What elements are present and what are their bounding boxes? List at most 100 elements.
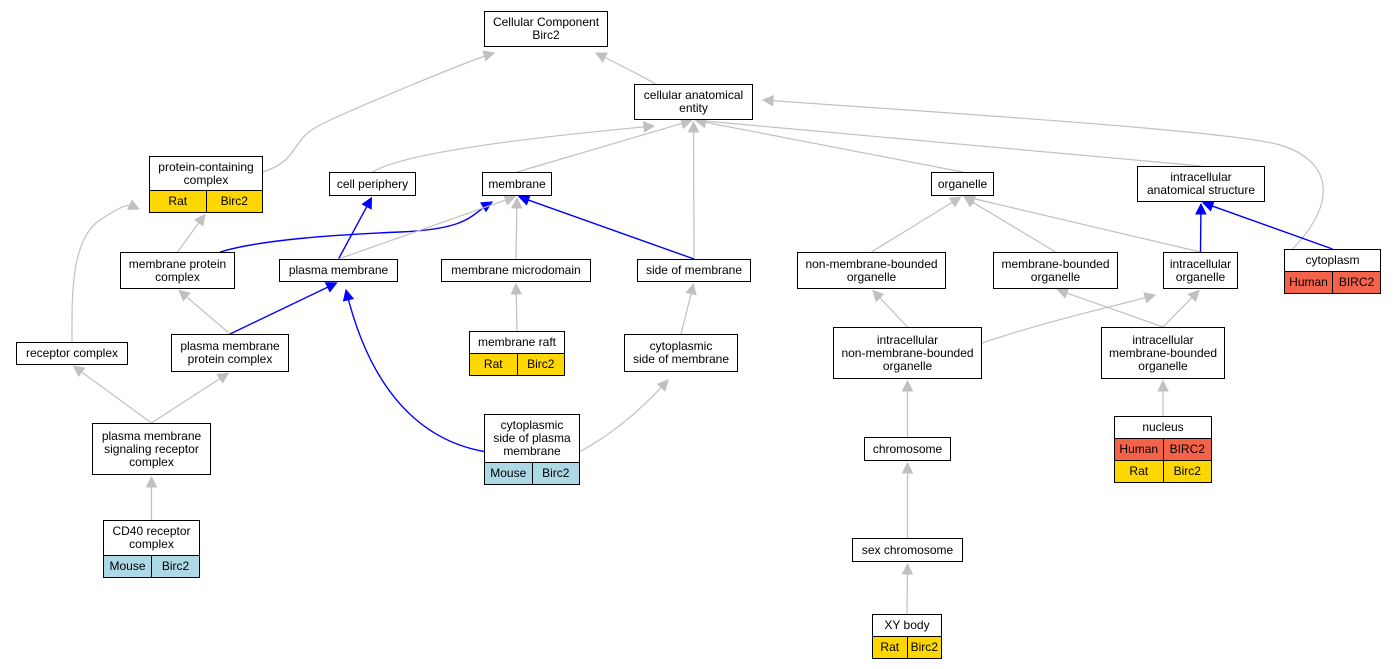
go-term-node-mmd[interactable]: membrane microdomain: [441, 259, 591, 282]
go-term-node-pmsrc[interactable]: plasma membrane signaling receptor compl…: [92, 423, 211, 475]
go-term-node-mpc[interactable]: membrane protein complex: [120, 252, 235, 289]
go-term-label: cytoplasmic side of membrane: [632, 339, 730, 366]
annotation-gene: Birc2: [516, 354, 565, 375]
edge-is-a: [901, 562, 914, 615]
go-term-label: plasma membrane protein complex: [180, 339, 280, 366]
edge-part-of: [517, 194, 695, 260]
go-term-label: plasma membrane signaling receptor compl…: [101, 428, 202, 469]
annotation-gene: BIRC2: [1162, 439, 1212, 460]
go-term-node-som[interactable]: side of membrane: [637, 259, 751, 282]
edge-is-a: [177, 213, 206, 253]
edge-is-a: [901, 379, 914, 437]
go-term-node-nmbo[interactable]: non-membrane-bounded organelle: [797, 252, 946, 289]
edge-is-a: [262, 50, 496, 173]
edge-is-a: [145, 475, 158, 520]
go-term-label: membrane microdomain: [451, 263, 581, 277]
go-term-node-cae[interactable]: cellular anatomical entity: [634, 84, 753, 120]
edge-is-a: [151, 372, 230, 424]
go-term-node-inmbo[interactable]: intracellular non-membrane-bounded organ…: [833, 327, 982, 379]
annotation-species: Rat: [168, 194, 188, 208]
edge-is-a: [963, 193, 1201, 253]
annotation-row: Rat Birc2: [873, 636, 941, 658]
edge-is-a: [871, 196, 962, 253]
annotation-species: Mouse: [490, 466, 527, 480]
annotation-species: Rat: [880, 640, 900, 654]
go-term-label: protein-containing complex: [158, 159, 254, 187]
go-term-node-csom[interactable]: cytoplasmic side of membrane: [624, 334, 738, 372]
go-term-label: cytoplasmic side of plasma membrane: [493, 418, 571, 458]
annotation-gene: Birc2: [1162, 461, 1212, 482]
go-term-label: sex chromosome: [861, 542, 954, 557]
edge-part-of: [229, 282, 338, 335]
go-term-label: intracellular organelle: [1169, 256, 1232, 284]
go-term-label: nucleus: [1142, 420, 1184, 434]
annotation-gene: Birc2: [531, 463, 580, 484]
go-term-label: membrane raft: [477, 335, 557, 349]
go-term-label: Cellular Component Birc2: [492, 15, 600, 42]
edge-is-a: [1162, 289, 1200, 328]
edge-is-a: [516, 117, 693, 173]
edge-is-a: [981, 292, 1157, 344]
edge-is-a: [595, 52, 656, 85]
annotation-species: Rat: [1129, 464, 1149, 478]
go-term-label: organelle: [937, 176, 988, 191]
edge-part-of: [337, 196, 373, 260]
go-term-label: side of membrane: [645, 263, 743, 277]
edge-is-a: [761, 94, 1324, 250]
annotation-row: Human BIRC2: [1285, 271, 1380, 293]
go-term-node-cp[interactable]: cell periphery: [329, 172, 416, 196]
go-term-node-pm[interactable]: plasma membrane: [279, 259, 398, 282]
go-term-label: membrane-bounded organelle: [1001, 256, 1110, 284]
go-term-node-rc[interactable]: receptor complex: [16, 342, 128, 365]
go-term-node-io[interactable]: intracellular organelle: [1163, 252, 1238, 289]
go-term-label: intracellular non-membrane-bounded organ…: [841, 332, 974, 373]
annotation-gene: BIRC2: [1332, 272, 1380, 293]
go-term-label: plasma membrane: [288, 263, 389, 277]
annotation-row: Mouse Birc2: [485, 462, 579, 484]
edge-part-of: [1201, 200, 1333, 250]
go-term-label: chromosome: [872, 441, 943, 456]
annotation-gene: Birc2: [151, 556, 199, 577]
go-term-node-pmpc[interactable]: plasma membrane protein complex: [171, 334, 289, 372]
edge-is-a: [872, 289, 908, 328]
edge-is-a: [510, 196, 523, 260]
edge-is-a: [901, 461, 914, 538]
go-term-label: CD40 receptor complex: [112, 524, 191, 551]
go-term-label: membrane protein complex: [128, 256, 227, 284]
edge-is-a: [1157, 379, 1169, 416]
annotation-row: Rat Birc2: [150, 190, 262, 212]
annotation-species: Human: [1289, 275, 1328, 289]
go-term-node-ias[interactable]: intracellular anatomical structure: [1137, 166, 1265, 202]
edge-is-a: [579, 379, 669, 453]
edge-part-of: [342, 288, 485, 453]
edge-is-a: [178, 289, 231, 335]
annotation-species: Human: [1119, 442, 1159, 456]
go-term-node-chr[interactable]: chromosome: [864, 437, 951, 461]
go-term-node-mem[interactable]: membrane: [482, 172, 552, 196]
go-term-label: cytoplasm: [1305, 253, 1360, 267]
go-term-node-cc[interactable]: Cellular Component Birc2: [484, 11, 608, 47]
go-term-node-org[interactable]: organelle: [931, 172, 994, 196]
edge-is-a: [694, 116, 963, 173]
annotation-species: Rat: [483, 357, 503, 371]
go-term-node-sexchr[interactable]: sex chromosome: [852, 538, 963, 562]
go-term-label: membrane: [488, 176, 546, 191]
annotation-row: Rat Birc2: [1115, 460, 1211, 482]
go-term-node-mbo[interactable]: membrane-bounded organelle: [993, 252, 1118, 289]
annotation-gene: Birc2: [205, 191, 263, 212]
annotation-gene: Birc2: [906, 637, 942, 658]
edge-is-a: [680, 282, 697, 335]
go-term-node-imbo[interactable]: intracellular membrane-bounded organelle: [1101, 327, 1225, 379]
edge-is-a: [694, 115, 1202, 167]
edge-is-a: [372, 121, 656, 173]
edge-is-a: [510, 282, 523, 332]
